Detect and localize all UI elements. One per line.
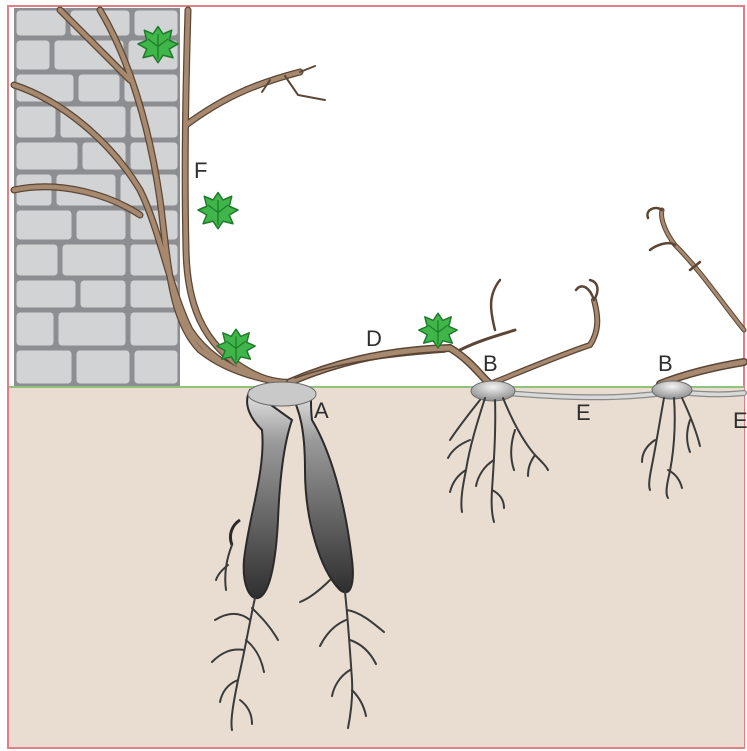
leaf-icon [138,27,178,63]
label-runner-right: E [733,408,747,433]
label-surface-stem: D [366,326,382,351]
leaf-icon [419,313,457,348]
label-node-left: B [483,351,498,376]
label-runner-left: E [576,400,591,425]
label-node-right: B [658,351,673,376]
leaf-icon [217,329,255,364]
soil-region [9,387,744,747]
label-tuber: A [314,398,329,423]
leaf-icon [198,193,238,229]
label-climbing-stem: F [194,158,207,183]
